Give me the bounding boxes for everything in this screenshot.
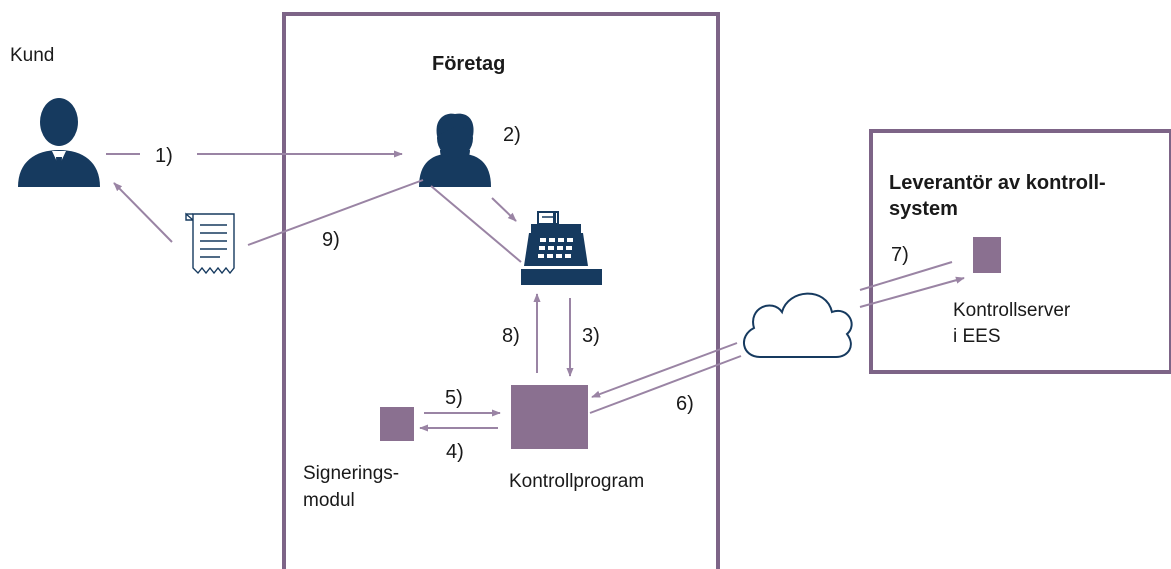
- step-2-label: 2): [503, 124, 521, 146]
- kontrollprogram-label: Kontrollprogram: [509, 471, 644, 492]
- cash-register-icon: [521, 211, 602, 285]
- signeringsmodul-label-line2: modul: [303, 490, 355, 511]
- receipt-icon: [185, 212, 235, 275]
- arrow-receipt-to-customer: [113, 182, 173, 243]
- line-employee-register: [430, 185, 522, 263]
- cloud-icon: [743, 292, 853, 358]
- employee-icon: [419, 113, 491, 187]
- step-4-label: 4): [446, 441, 464, 463]
- supplier-frame: [869, 129, 1171, 374]
- kontrollserver-label-line1: Kontrollserver: [953, 300, 1071, 321]
- signeringsmodul-box: [380, 407, 414, 441]
- arrow-step-9: [247, 179, 424, 246]
- step-6-label: 6): [676, 393, 694, 415]
- signeringsmodul-label-line1: Signerings-: [303, 463, 399, 484]
- leverantor-label-line1: Leverantör av kontroll-: [889, 172, 1106, 194]
- step-3-label: 3): [582, 325, 600, 347]
- arrow-cloud-to-program: [591, 342, 738, 398]
- foretag-label: Företag: [432, 53, 505, 75]
- kund-label: Kund: [10, 45, 54, 66]
- step-7-label: 7): [891, 244, 909, 266]
- company-frame: [282, 12, 720, 569]
- arrow-step-6: [589, 355, 742, 414]
- step-8-label: 8): [502, 325, 520, 347]
- arrow-step-7-top: [859, 261, 953, 291]
- kontrollprogram-box: [511, 385, 588, 449]
- kontrollserver-box: [973, 237, 1001, 273]
- leverantor-label-line2: system: [889, 198, 958, 220]
- step-1-label: 1): [155, 145, 173, 167]
- customer-icon: [18, 98, 100, 187]
- arrow-step-7: [859, 276, 965, 308]
- arrow-step-2: [491, 197, 517, 222]
- step-9-label: 9): [322, 229, 340, 251]
- step-5-label: 5): [445, 387, 463, 409]
- kontrollserver-label-line2: i EES: [953, 326, 1001, 347]
